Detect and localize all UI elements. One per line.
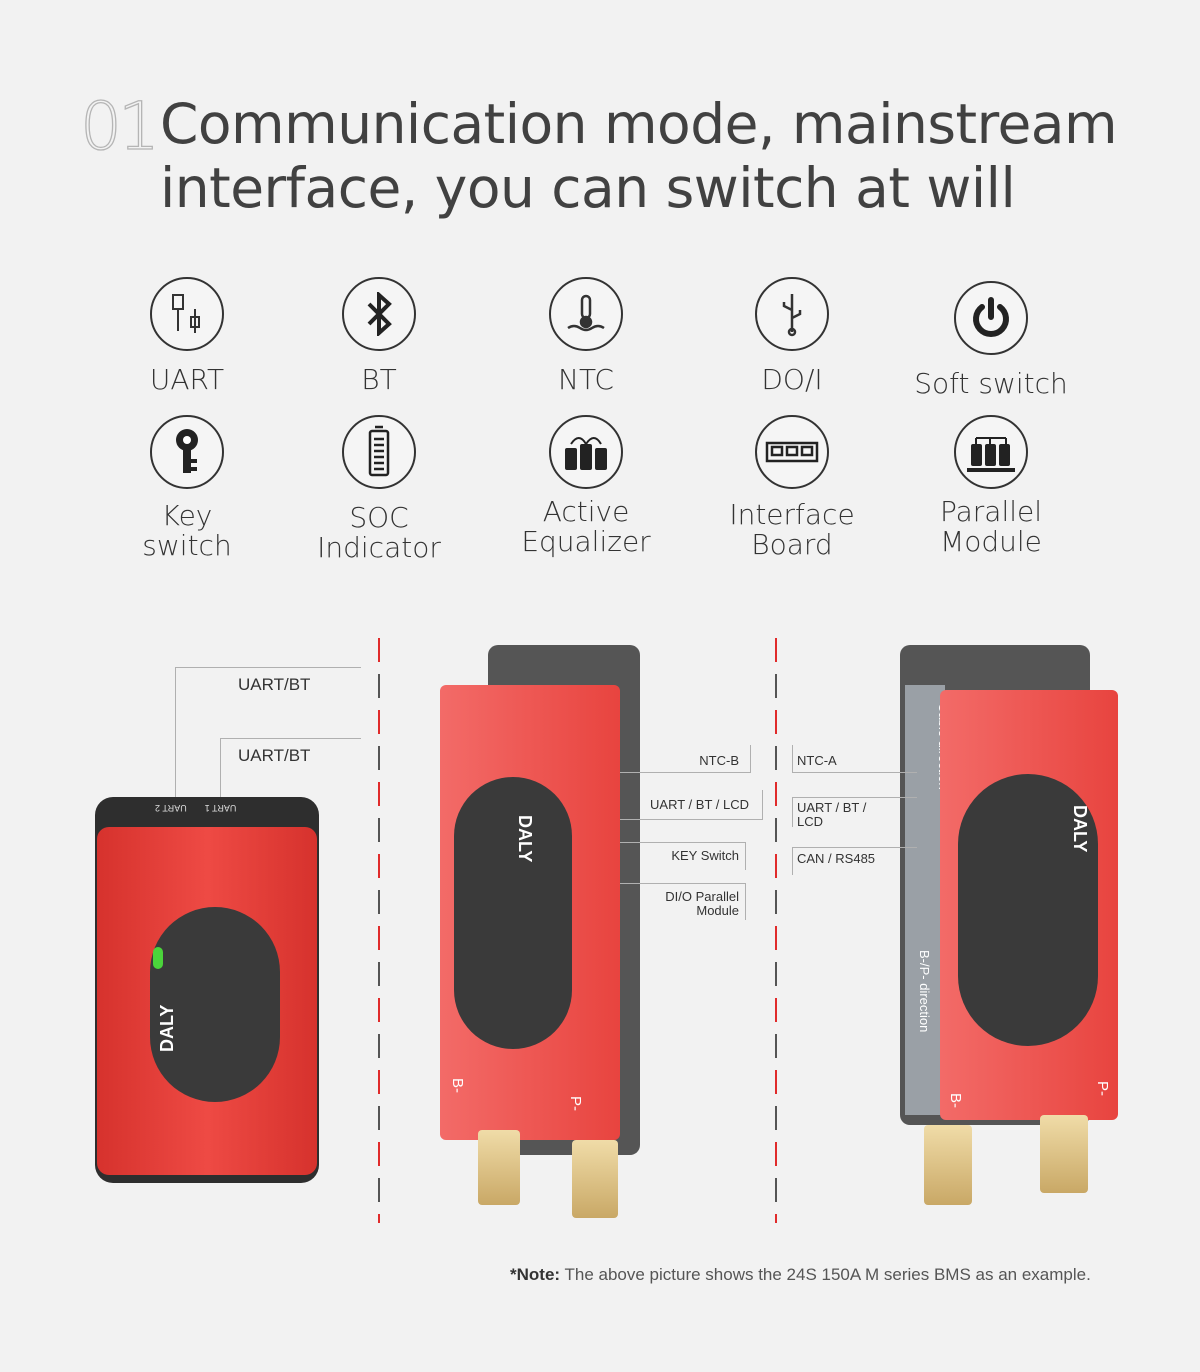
left-bms-device: UART 1 UART 2 DALY [95,797,319,1183]
footnote: *Note: The above picture shows the 24S 1… [510,1265,1091,1285]
battery-icon [342,415,416,489]
callout-line [745,842,746,870]
power-icon [954,281,1028,355]
terminal-p [572,1140,618,1218]
callout-dio-parallel: DI/O Parallel Module [665,889,739,918]
port-label: UART 2 [155,803,187,813]
feature-ntc: NTC [496,277,676,395]
terminal-b [924,1125,972,1205]
callout-can-rs485: CAN / RS485 [797,851,876,866]
interface-board-icon [755,415,829,489]
callout-line [792,847,793,875]
feature-interface-board: Interface Board [702,415,882,560]
feature-uart: UART [97,277,277,395]
title-line-1: Communication mode, mainstream [160,92,1118,156]
callout-line [220,738,221,802]
feature-parallel-module: Parallel Module [901,415,1081,557]
callout-uart-bt-lcd: UART / BT / LCD [797,800,867,829]
callout-uart-bt-1: UART/BT [238,675,311,694]
callout-line [792,847,917,848]
callout-line [620,772,750,773]
feature-label: DO/I [761,363,823,396]
feature-active-equalizer: Active Equalizer [496,415,676,557]
thermometer-icon [549,277,623,351]
callout-line [175,667,361,668]
parallel-module-icon [954,415,1028,489]
section-number: 01 [79,87,160,165]
callout-key-switch: KEY Switch [671,848,739,863]
feature-label: Parallel Module [939,495,1043,558]
callout-line [620,883,745,884]
callout-line [750,745,751,773]
callout-ntc-a: NTC-A [797,753,837,768]
callout-line [792,797,793,827]
note-text: The above picture shows the 24S 150A M s… [560,1265,1091,1284]
feature-label: Interface Board [729,498,855,561]
terminal-b-label: B- [449,1078,466,1093]
equalizer-icon [549,415,623,489]
terminal-b-label: B- [947,1093,964,1108]
usb-icon [755,277,829,351]
callout-line [620,842,745,843]
daly-logo [454,777,572,1049]
feature-label: UART [149,363,225,396]
feature-soc-indicator: SOC Indicator [289,415,469,563]
callout-line [792,772,917,773]
callout-line [762,790,763,820]
feature-doi: DO/I [702,277,882,395]
bp-direction-label: B-/P- direction [917,950,932,1033]
feature-key-switch: Key switch [97,415,277,561]
port-labels: UART 1 UART 2 [155,803,236,813]
divider-right [775,638,777,1223]
callout-line [620,819,762,820]
usb-cable-icon [150,277,224,351]
daly-logo [150,907,280,1102]
callout-line [175,667,176,802]
status-led [153,947,163,969]
feature-label: Active Equalizer [521,495,651,558]
feature-soft-switch: Soft switch [901,281,1081,399]
callout-line [220,738,361,739]
terminal-p-label: P- [1094,1081,1111,1096]
title-line-2: interface, you can switch at will [160,156,1016,220]
right-bms-device: DALY B- P- [940,690,1118,1120]
brand-label: DALY [1070,805,1090,853]
terminal-p-label: P- [567,1096,584,1111]
callout-line [792,797,917,798]
callout-line [792,745,793,773]
callout-line [745,883,746,920]
feature-label: NTC [558,363,614,396]
terminal-p [1040,1115,1088,1193]
port-label: UART 1 [204,803,237,813]
feature-label: BT [361,363,397,396]
middle-bms-device: DALY B- P- [440,685,620,1140]
brand-label: DALY [157,1004,177,1052]
note-prefix: *Note: [510,1265,561,1284]
feature-label: SOC Indicator [317,501,441,564]
callout-uart-bt-2: UART/BT [238,746,311,765]
callout-ntc-b: NTC-B [699,753,739,768]
feature-label: Key switch [142,499,232,562]
right-bms-side: Cable direction B-/P- direction [905,685,951,1115]
brand-label: DALY [515,815,535,863]
terminal-b [478,1130,520,1205]
callout-uart-bt-lcd: UART / BT / LCD [650,797,749,812]
feature-bt: BT [289,277,469,395]
key-icon [150,415,224,489]
bluetooth-icon [342,277,416,351]
daly-logo [958,774,1098,1046]
feature-label: Soft switch [914,367,1068,400]
divider-left [378,638,380,1223]
